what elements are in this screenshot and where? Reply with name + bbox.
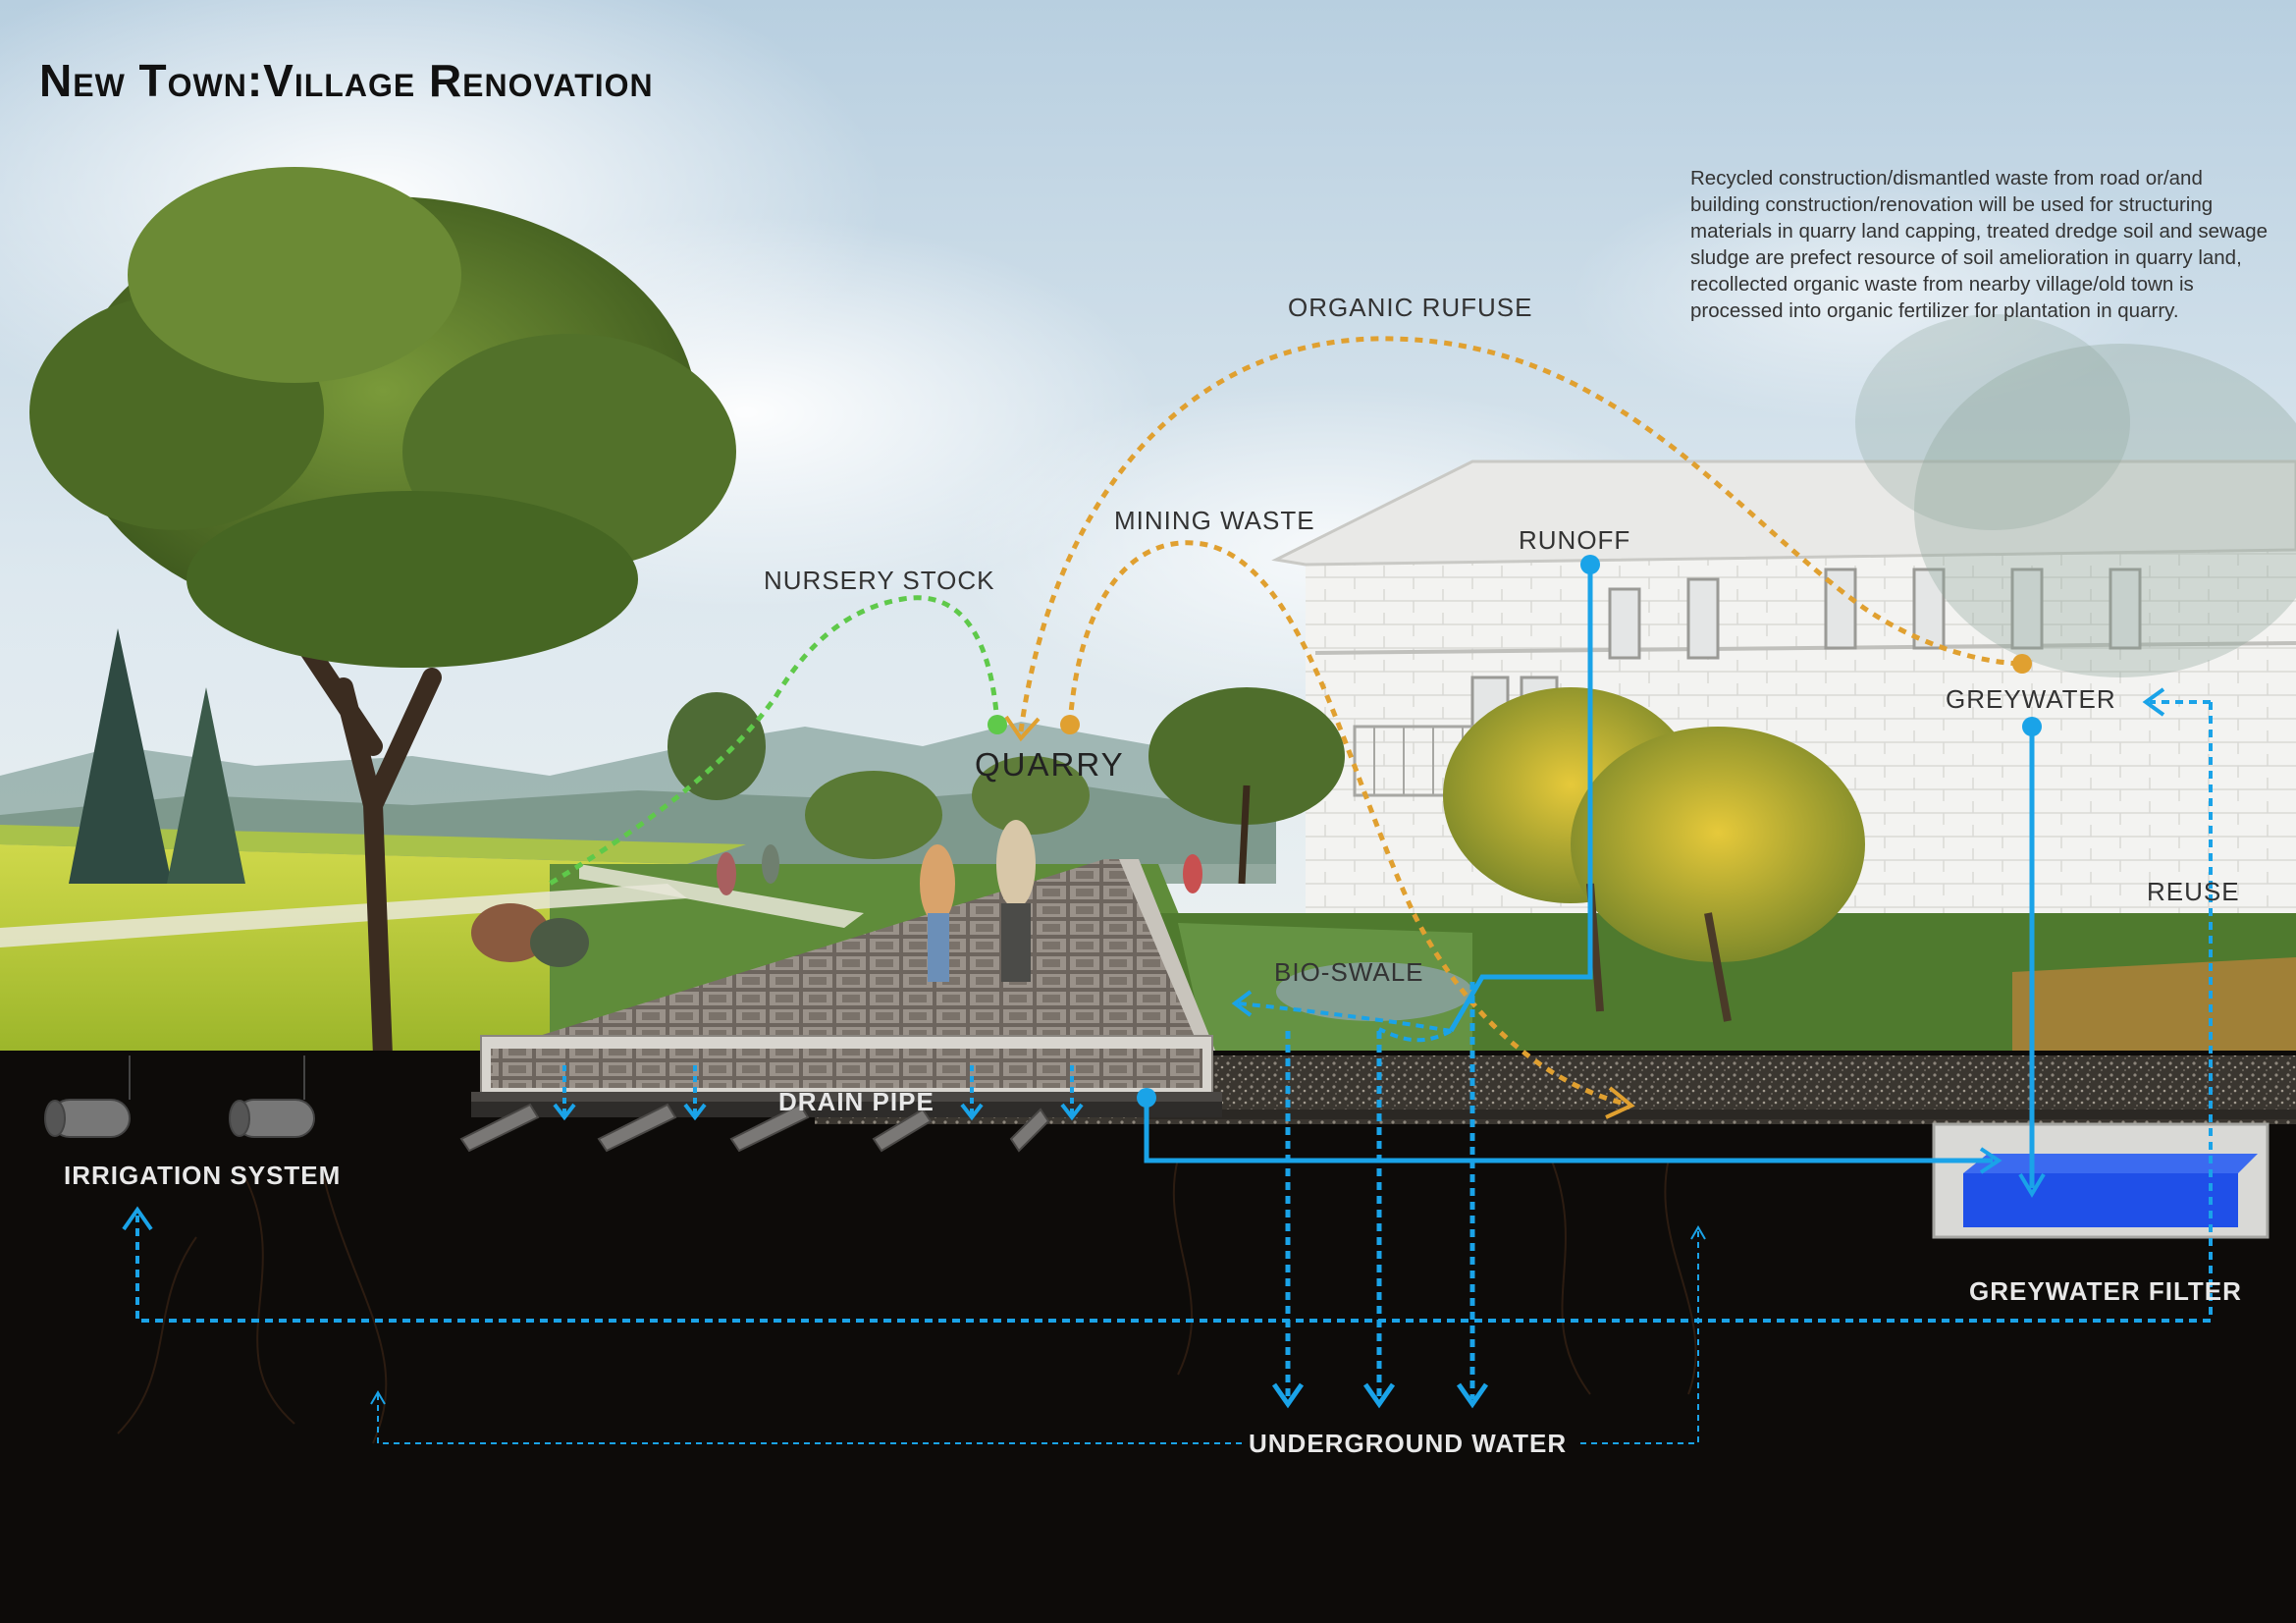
description-text: Recycled construction/dismantled waste f… [1690,167,2269,322]
label-irrigation-system: IRRIGATION SYSTEM [64,1161,342,1190]
label-runoff: RUNOFF [1519,525,1631,555]
page-title: New Town:Village Renovation [39,55,654,106]
label-reuse: REUSE [2147,877,2240,906]
label-greywater-filter: GREYWATER FILTER [1969,1276,2242,1306]
label-mining-waste: MINING WASTE [1114,506,1315,535]
label-organic-refuse: ORGANIC RUFUSE [1288,293,1533,322]
label-underground-water: UNDERGROUND WATER [1249,1429,1568,1458]
label-drain-pipe: DRAIN PIPE [778,1087,934,1116]
label-greywater: GREYWATER [1946,684,2116,714]
label-nursery-stock: NURSERY STOCK [764,566,995,595]
label-quarry: QUARRY [975,746,1125,783]
label-bio-swale: BIO-SWALE [1274,957,1424,987]
